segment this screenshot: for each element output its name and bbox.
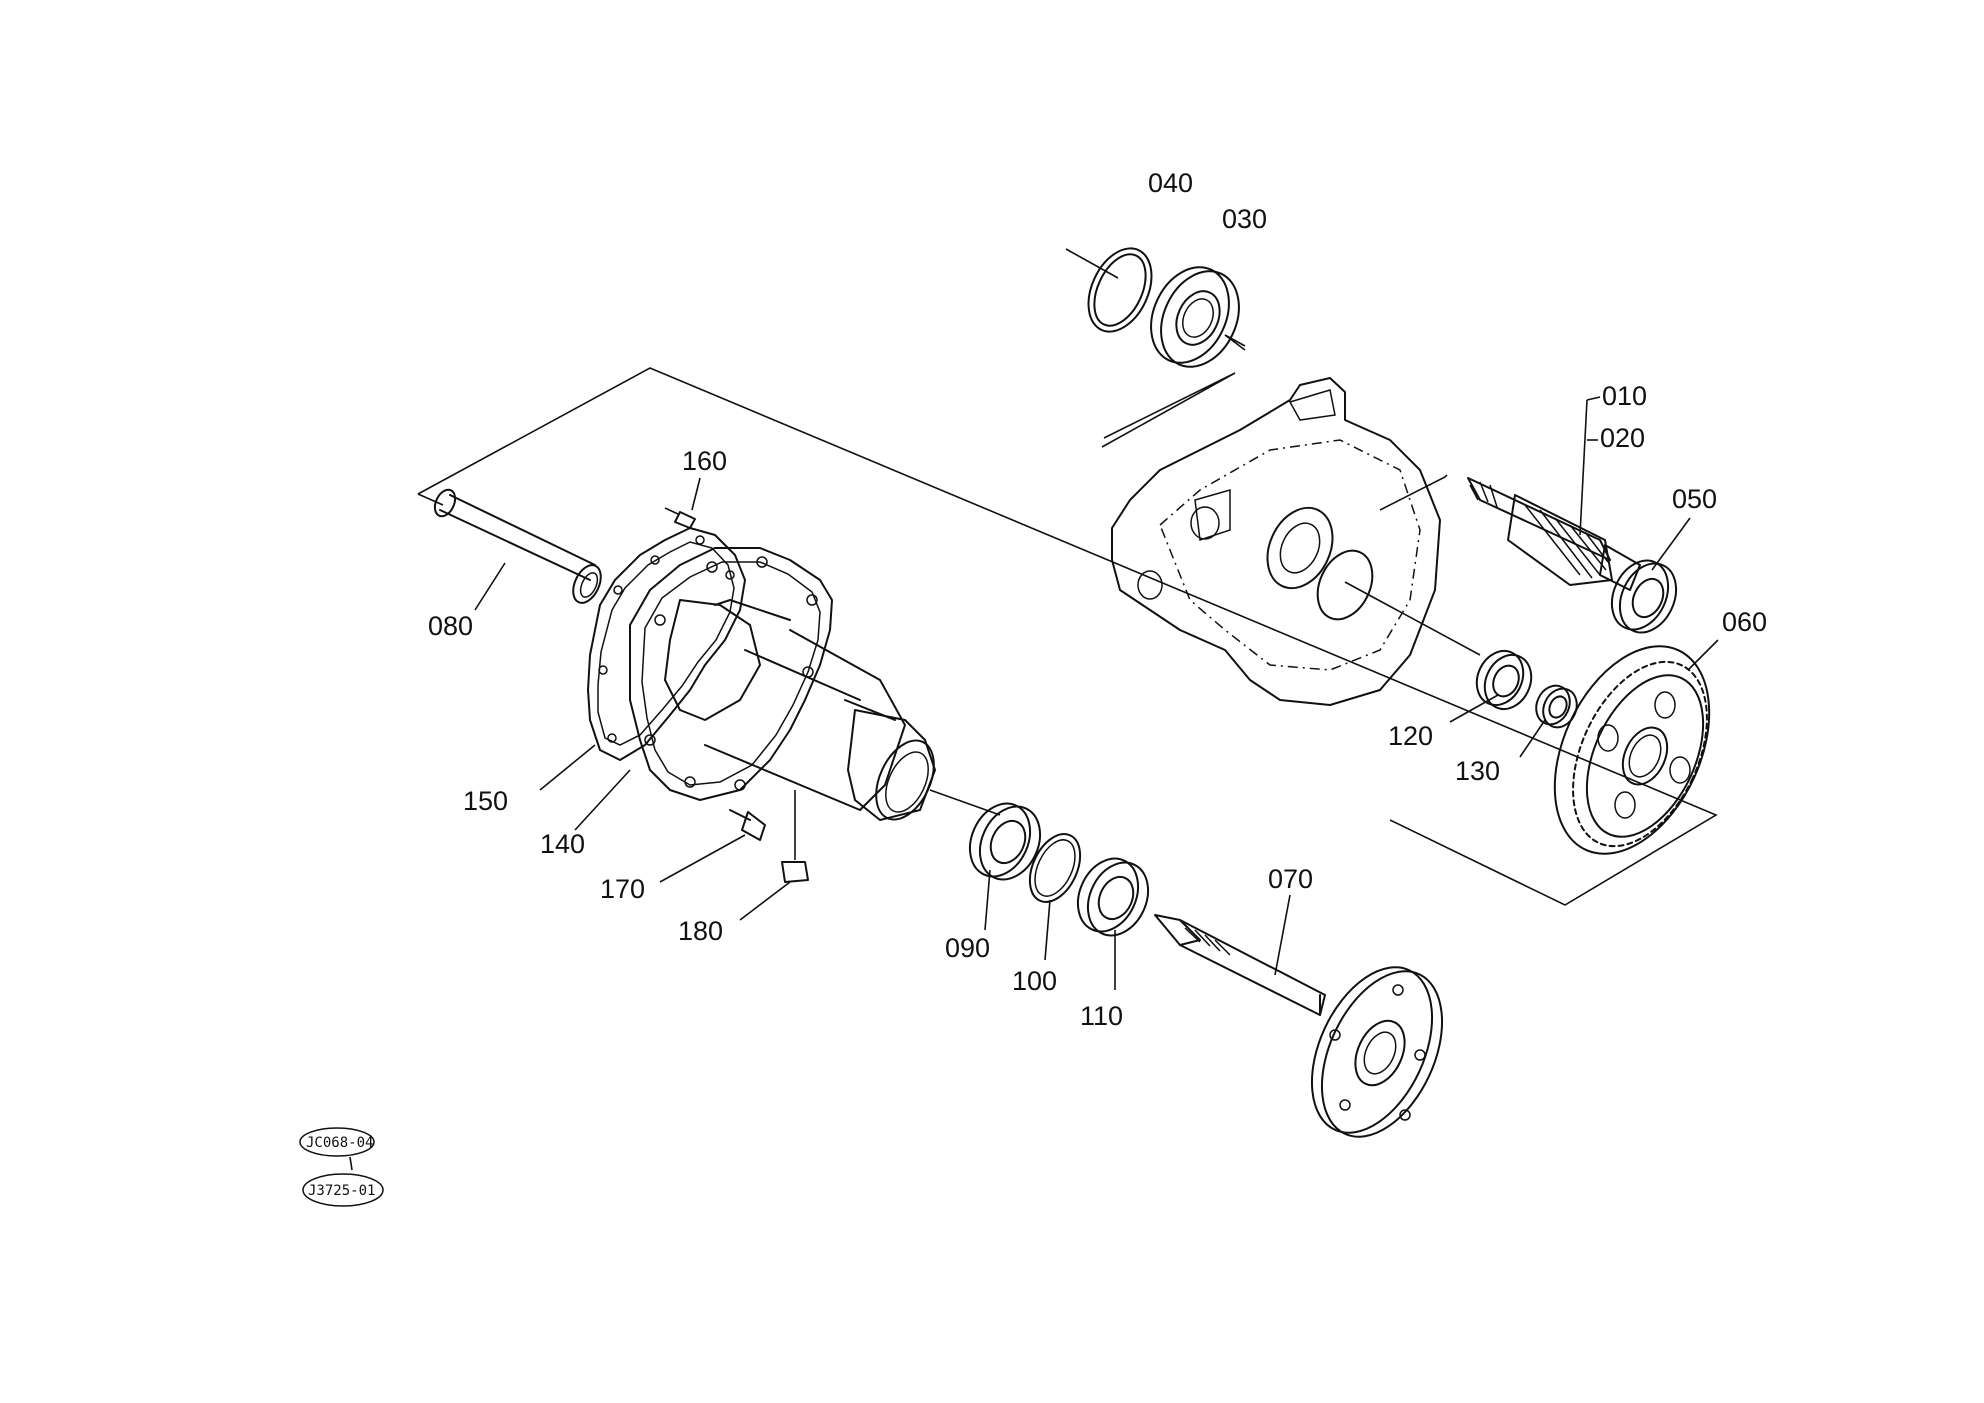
label-160: 160 [682, 446, 727, 476]
axle-housing-140 [574, 547, 1001, 860]
plug-180 [739, 861, 809, 921]
group-frame-bearing [1101, 372, 1236, 448]
transmission-case-ghost [1111, 377, 1481, 706]
group-frame-housing-left [417, 493, 444, 506]
label-110: 110 [1080, 1001, 1123, 1031]
bolt-170 [659, 809, 766, 883]
label-060: 060 [1722, 607, 1767, 637]
label-030: 030 [1222, 204, 1267, 234]
reference-text-1: JC068-04 [306, 1135, 373, 1151]
label-040: 040 [1148, 168, 1193, 198]
group-frame-housing [417, 367, 1718, 906]
label-180: 180 [678, 916, 723, 946]
gasket-150 [539, 527, 746, 791]
label-050: 050 [1672, 484, 1717, 514]
label-120: 120 [1388, 721, 1433, 751]
label-010: 010 [1602, 381, 1647, 411]
pin-160 [664, 477, 701, 529]
label-150: 150 [463, 786, 508, 816]
reference-callout-2: J3725-01 [302, 1173, 384, 1207]
splined-shaft-010-020 [1467, 396, 1641, 591]
label-130: 130 [1455, 756, 1500, 786]
label-070: 070 [1268, 864, 1313, 894]
axle-shaft-070 [1154, 894, 1444, 1138]
reference-connector [349, 1156, 353, 1171]
bearing-050 [1610, 517, 1691, 634]
reference-text-2: J3725-01 [308, 1183, 375, 1199]
circlip-100 [1028, 833, 1082, 961]
label-090: 090 [945, 933, 990, 963]
label-170: 170 [600, 874, 645, 904]
bearing-110 [1076, 857, 1150, 990]
group-frame-shaft [1379, 474, 1448, 511]
label-140: 140 [540, 829, 585, 859]
pipe-080 [433, 488, 602, 611]
bearing-090 [968, 802, 1042, 931]
circlip-040 [1065, 247, 1153, 333]
gear-060 [1553, 639, 1719, 855]
label-100: 100 [1012, 966, 1057, 996]
bearing-120 [1449, 649, 1533, 723]
label-020: 020 [1600, 423, 1645, 453]
label-080: 080 [428, 611, 473, 641]
reference-callout-1: JC068-04 [299, 1127, 375, 1157]
bearing-030 [1150, 266, 1246, 368]
